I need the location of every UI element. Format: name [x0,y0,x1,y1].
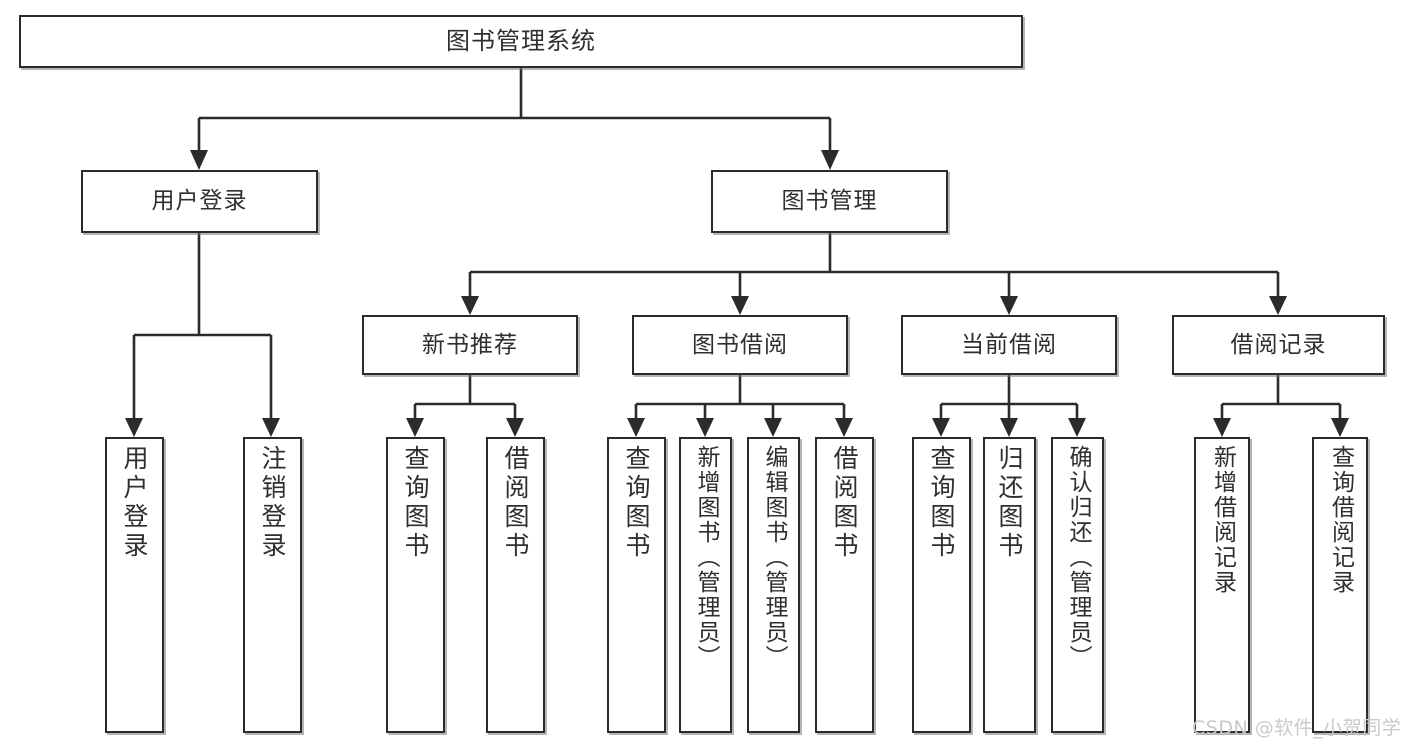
node-leaf-confirm-return-label: 确认归还（管理员） [1065,445,1091,670]
arrowhead-add-book [696,418,714,437]
node-new-book-recommend[interactable]: 新书推荐 [362,315,578,375]
arrowhead-new-book [461,296,479,315]
arrowhead-user-login [190,150,208,170]
arrowhead-query-book-1 [406,418,424,437]
node-book-manage-label: 图书管理 [781,188,878,215]
arrowhead-return-book [1000,418,1018,437]
node-leaf-add-book[interactable]: 新增图书（管理员） [679,437,732,733]
node-user-login-label: 用户登录 [151,188,248,215]
node-borrow-record[interactable]: 借阅记录 [1172,315,1385,375]
arrowhead-current-borrow [1000,296,1018,315]
node-user-login[interactable]: 用户登录 [81,170,318,233]
node-leaf-borrow-book-2[interactable]: 借阅图书 [815,437,874,733]
arrowhead-book-borrow [731,296,749,315]
arrowhead-query-book-2 [627,418,645,437]
node-book-manage[interactable]: 图书管理 [711,170,948,233]
node-new-book-recommend-label: 新书推荐 [422,331,518,358]
node-leaf-logout-login-label: 注销登录 [258,445,287,561]
node-root[interactable]: 图书管理系统 [19,15,1023,68]
node-leaf-return-book[interactable]: 归还图书 [983,437,1036,733]
node-leaf-add-book-label: 新增图书（管理员） [693,445,719,670]
node-leaf-query-book-2-label: 查询图书 [622,445,651,561]
node-leaf-return-book-label: 归还图书 [995,445,1024,561]
arrowhead-add-record [1213,418,1231,437]
arrowhead-borrow-book-1 [506,418,524,437]
node-leaf-user-login[interactable]: 用户登录 [105,437,164,733]
arrowhead-borrow-book-2 [835,418,853,437]
node-leaf-add-record[interactable]: 新增借阅记录 [1194,437,1250,733]
node-leaf-query-book-3[interactable]: 查询图书 [912,437,971,733]
node-leaf-borrow-book-1-label: 借阅图书 [501,445,530,561]
node-leaf-query-book-1-label: 查询图书 [401,445,430,561]
node-root-label: 图书管理系统 [446,26,596,55]
node-leaf-query-book-3-label: 查询图书 [927,445,956,561]
arrowhead-confirm-return [1068,418,1086,437]
arrowhead-edit-book [764,418,782,437]
node-leaf-borrow-book-2-label: 借阅图书 [830,445,859,561]
node-leaf-edit-book[interactable]: 编辑图书（管理员） [747,437,800,733]
node-current-borrow-label: 当前借阅 [961,331,1057,358]
node-leaf-query-record-label: 查询借阅记录 [1327,445,1354,595]
arrowhead-query-record [1331,418,1349,437]
arrowhead-leaf-logout [262,418,280,437]
node-leaf-query-book-1[interactable]: 查询图书 [386,437,445,733]
arrowhead-leaf-user-login [125,418,143,437]
node-current-borrow[interactable]: 当前借阅 [901,315,1117,375]
node-borrow-record-label: 借阅记录 [1230,331,1327,358]
node-leaf-query-book-2[interactable]: 查询图书 [607,437,666,733]
node-leaf-logout-login[interactable]: 注销登录 [243,437,302,733]
node-leaf-query-record[interactable]: 查询借阅记录 [1312,437,1368,733]
node-leaf-borrow-book-1[interactable]: 借阅图书 [486,437,545,733]
arrowhead-query-book-3 [932,418,950,437]
node-leaf-add-record-label: 新增借阅记录 [1209,445,1236,595]
arrowhead-book-manage [821,150,839,170]
node-leaf-user-login-label: 用户登录 [120,445,149,561]
node-leaf-edit-book-label: 编辑图书（管理员） [761,445,787,670]
arrowhead-borrow-record [1269,296,1287,315]
node-book-borrow-label: 图书借阅 [692,331,788,358]
node-book-borrow[interactable]: 图书借阅 [632,315,848,375]
node-leaf-confirm-return[interactable]: 确认归还（管理员） [1051,437,1104,733]
